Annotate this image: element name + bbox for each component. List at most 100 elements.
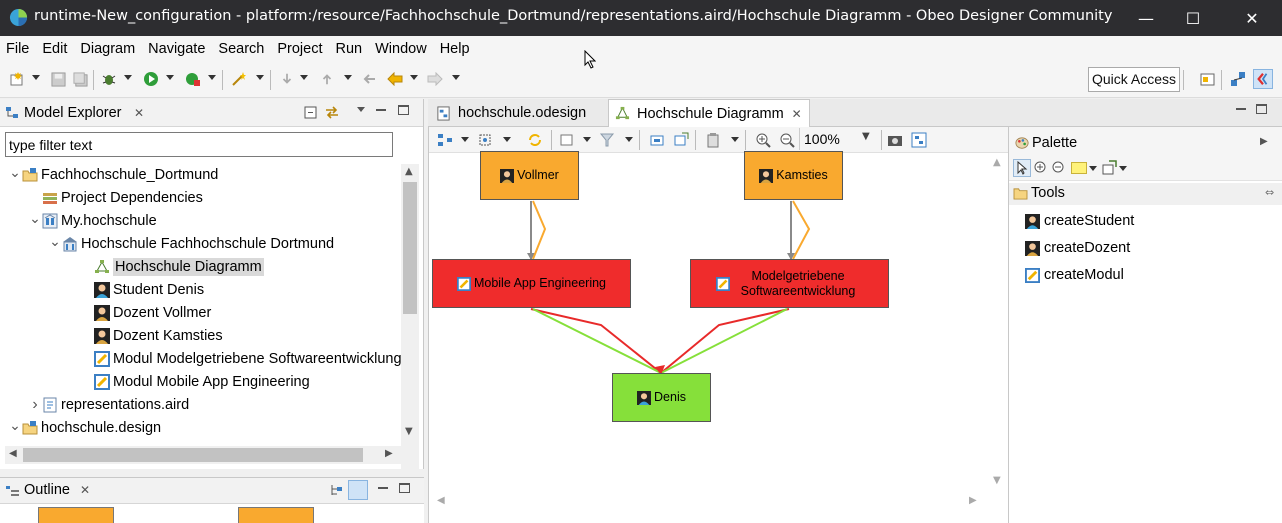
menu-window[interactable]: Window	[375, 41, 427, 57]
layer-dropdown-icon[interactable]	[583, 137, 591, 142]
link-with-editor-icon[interactable]	[324, 105, 340, 120]
menu-search[interactable]: Search	[218, 41, 265, 57]
diagram-overview-icon[interactable]	[911, 132, 927, 148]
debug-icon[interactable]	[100, 70, 118, 88]
scroll-up-icon[interactable]: ▲	[405, 166, 413, 177]
menu-run[interactable]: Run	[335, 41, 363, 57]
pin-dropdown-icon[interactable]	[1119, 166, 1127, 171]
pin-icon[interactable]	[649, 132, 665, 148]
collapse-all-icon[interactable]	[304, 106, 318, 120]
zoom-in-icon[interactable]	[755, 132, 771, 148]
back-icon[interactable]	[386, 70, 404, 88]
modeling-perspective-icon[interactable]	[1229, 70, 1247, 88]
maximize-button[interactable]: ☐	[1185, 8, 1201, 28]
minimize-button[interactable]: —	[1138, 8, 1154, 28]
edge-vollmer-mobile-loop[interactable]	[532, 200, 547, 260]
horizontal-scrollbar[interactable]: ◀ ▶	[5, 446, 401, 464]
menu-help[interactable]: Help	[439, 41, 470, 57]
new-dropdown-icon[interactable]	[32, 75, 40, 80]
prev-annotation-icon[interactable]	[318, 70, 336, 88]
run-dropdown-icon[interactable]	[166, 75, 174, 80]
scroll-right-icon[interactable]: ▶	[969, 495, 977, 506]
close-view-icon[interactable]: ✕	[80, 483, 91, 497]
view-menu-icon[interactable]	[357, 107, 365, 112]
zoom-in-tool-icon[interactable]	[1033, 160, 1049, 176]
pin-drawer-icon[interactable]: ⇔	[1265, 186, 1275, 199]
layer-icon[interactable]	[559, 132, 575, 148]
minimize-view-icon[interactable]	[378, 487, 388, 489]
refresh-icon[interactable]	[527, 132, 543, 148]
close-button[interactable]: ✕	[1245, 8, 1259, 28]
tab-hochschule-odesign[interactable]: hochschule.odesign	[430, 99, 608, 127]
vertical-scrollbar[interactable]: ▲ ▼	[401, 164, 419, 494]
note-tool-icon[interactable]	[1071, 162, 1087, 174]
menu-project[interactable]: Project	[277, 41, 323, 57]
pin-tool-icon[interactable]	[1101, 160, 1117, 176]
node-mobile-app-engineering[interactable]: Mobile App Engineering	[432, 259, 631, 308]
scroll-thumb[interactable]	[403, 182, 417, 314]
zoom-out-tool-icon[interactable]	[1051, 160, 1067, 176]
export-image-icon[interactable]	[887, 132, 903, 148]
filter-input[interactable]	[5, 132, 393, 157]
scroll-thumb[interactable]	[23, 448, 363, 462]
chevron-down-icon[interactable]: ⌄	[9, 416, 21, 433]
palette-drawer-tools[interactable]: Tools ⇔	[1009, 183, 1282, 205]
scroll-down-icon[interactable]: ▼	[405, 426, 413, 437]
tree-item[interactable]: Modul Modelgetriebene Softwareentwicklun…	[80, 347, 402, 370]
tree-item[interactable]: ›representations.aird	[28, 393, 189, 416]
arrange-icon[interactable]	[437, 132, 453, 148]
last-edit-icon[interactable]	[360, 70, 378, 88]
unpin-icon[interactable]	[673, 132, 689, 148]
save-icon[interactable]	[49, 70, 67, 88]
tree-item[interactable]: Student Denis	[80, 278, 204, 301]
zoom-out-icon[interactable]	[779, 132, 795, 148]
note-dropdown-icon[interactable]	[1089, 166, 1097, 171]
diagram-canvas[interactable]	[429, 153, 989, 503]
scroll-up-icon[interactable]: ▲	[993, 157, 1001, 168]
menu-file[interactable]: File	[6, 41, 30, 57]
select-dropdown-icon[interactable]	[503, 137, 511, 142]
tool-create-dozent[interactable]: createDozent	[1025, 237, 1130, 259]
tree-item[interactable]: ⌄My.hochschule	[28, 209, 157, 232]
close-view-icon[interactable]: ✕	[134, 106, 145, 120]
arrange-dropdown-icon[interactable]	[461, 137, 469, 142]
menu-diagram[interactable]: Diagram	[80, 41, 136, 57]
delete-dropdown-icon[interactable]	[731, 137, 739, 142]
new-icon[interactable]	[8, 70, 26, 88]
scroll-left-icon[interactable]: ◀	[9, 448, 17, 459]
menu-edit[interactable]: Edit	[42, 41, 68, 57]
tree-item[interactable]: Project Dependencies	[28, 186, 203, 209]
wand-dropdown-icon[interactable]	[256, 75, 264, 80]
scroll-right-icon[interactable]: ▶	[385, 448, 393, 459]
tree-item[interactable]: Hochschule Diagramm	[80, 255, 264, 278]
next-dropdown-icon[interactable]	[300, 75, 308, 80]
edge-mobile-denis-red[interactable]	[530, 308, 662, 374]
edge-kamsties-mde-loop[interactable]	[792, 200, 811, 260]
delete-from-diagram-icon[interactable]	[705, 132, 721, 148]
maximize-view-icon[interactable]	[399, 483, 410, 493]
chevron-right-icon[interactable]: ›	[32, 395, 38, 413]
tree-item[interactable]: ⌄Fachhochschule_Dortmund	[8, 163, 218, 186]
close-tab-icon[interactable]: ✕	[791, 106, 802, 121]
debug-dropdown-icon[interactable]	[124, 75, 132, 80]
sirius-perspective-icon[interactable]	[1253, 69, 1273, 89]
select-all-icon[interactable]	[477, 132, 493, 148]
filter-icon[interactable]	[599, 132, 615, 148]
next-annotation-icon[interactable]	[278, 70, 296, 88]
tree-item[interactable]: Modul Mobile App Engineering	[80, 370, 310, 393]
chevron-down-icon[interactable]: ⌄	[49, 232, 61, 249]
select-tool-icon[interactable]	[1013, 159, 1031, 177]
external-tools-icon[interactable]	[184, 70, 202, 88]
overview-outline-icon[interactable]	[348, 480, 368, 500]
tree-item[interactable]: Dozent Vollmer	[80, 301, 211, 324]
zoom-combo[interactable]: 100% ▼	[799, 128, 877, 150]
tool-create-modul[interactable]: createModul	[1025, 264, 1124, 286]
back-dropdown-icon[interactable]	[410, 75, 418, 80]
tree-item[interactable]: ⌄Hochschule Fachhochschule Dortmund	[48, 232, 334, 255]
tree-item[interactable]: ⌄hochschule.design	[8, 416, 161, 439]
wand-icon[interactable]	[230, 70, 248, 88]
zoom-dropdown-icon[interactable]: ▼	[862, 131, 870, 142]
maximize-editor-icon[interactable]	[1256, 104, 1267, 114]
collapse-palette-icon[interactable]: ▶	[1260, 136, 1268, 147]
tree-outline-icon[interactable]	[330, 483, 344, 497]
